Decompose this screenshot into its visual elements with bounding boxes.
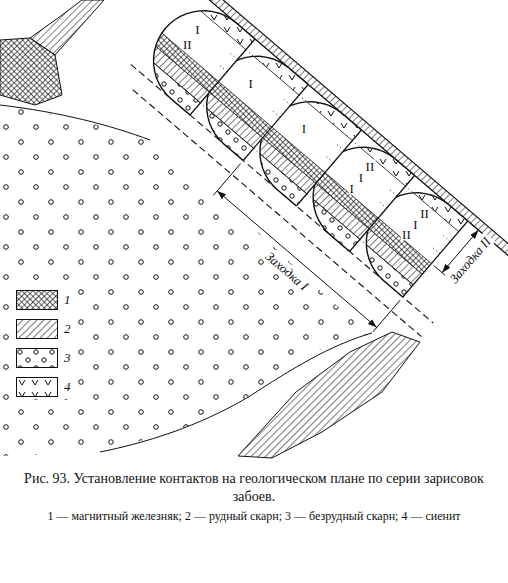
- legend-explanation: 1 — магнитный железняк; 2 — рудный скарн…: [30, 509, 478, 524]
- legend-swatch: [16, 290, 58, 310]
- contact-trace: [441, 234, 450, 242]
- zone-number: I: [412, 217, 418, 230]
- face-base: [190, 39, 255, 115]
- contact-trace: [200, 103, 206, 108]
- zone-number: I: [349, 181, 355, 194]
- legend-row: 2: [14, 317, 75, 341]
- contact-trace: [388, 188, 397, 196]
- dimension-line: [217, 191, 377, 328]
- contact-trace: [307, 194, 313, 199]
- contact-trace: [378, 200, 387, 208]
- legend-swatch: [16, 319, 58, 339]
- contact-trace: [254, 148, 260, 153]
- zone-number: I: [194, 23, 200, 36]
- legend-number: 4: [64, 379, 71, 395]
- face-outline: [154, 11, 255, 115]
- ore-skarn-area: [30, 0, 104, 55]
- contact-trace: [360, 239, 366, 244]
- legend-swatch-box: [17, 320, 58, 339]
- legend-swatch-box: [17, 378, 58, 397]
- legend-swatch: [16, 348, 58, 368]
- face-zone: [185, 0, 256, 51]
- contact-trace: [335, 143, 344, 151]
- contact-trace: [246, 50, 254, 57]
- zone-number: I: [358, 170, 364, 183]
- face-base: [296, 130, 361, 206]
- zone-number: I: [301, 122, 307, 135]
- legend-swatch-box: [17, 349, 58, 368]
- extension-line: [373, 300, 400, 332]
- contact-trace: [218, 64, 227, 72]
- contact-trace: [431, 246, 440, 254]
- legend-row: 3: [14, 346, 75, 370]
- zone-number: II: [365, 160, 376, 173]
- zone-number: II: [419, 207, 430, 220]
- extension-line: [470, 223, 481, 233]
- legend-number: 3: [64, 350, 71, 366]
- zone-number: II: [401, 228, 412, 241]
- contact-trace: [282, 97, 291, 105]
- legend-row: 1: [14, 288, 75, 312]
- figure-caption: Рис. 93. Установление контактов на геоло…: [24, 470, 484, 505]
- zone-number: I: [247, 76, 253, 89]
- wall-band: [88, 0, 508, 325]
- legend-swatch-box: [17, 291, 58, 310]
- contact-trace: [271, 109, 280, 117]
- legend-number: 1: [64, 292, 71, 308]
- zone-number: II: [182, 38, 193, 51]
- face-base: [243, 85, 308, 161]
- contact-line: [0, 105, 150, 140]
- face-base: [403, 221, 468, 297]
- legend-swatch: [16, 377, 58, 397]
- face-base: [350, 176, 415, 252]
- contact-trace: [352, 141, 360, 148]
- legend-row: 4: [14, 375, 75, 399]
- drift-axis-line: [133, 90, 422, 337]
- drift-plan: [88, 0, 508, 337]
- contact-trace: [406, 186, 414, 193]
- legend-number: 2: [64, 321, 71, 337]
- face-sketch: [129, 0, 256, 116]
- contact-trace: [324, 155, 333, 163]
- ore-skarn-area: [238, 332, 420, 458]
- contact-trace: [228, 52, 237, 60]
- contact-trace: [299, 95, 307, 102]
